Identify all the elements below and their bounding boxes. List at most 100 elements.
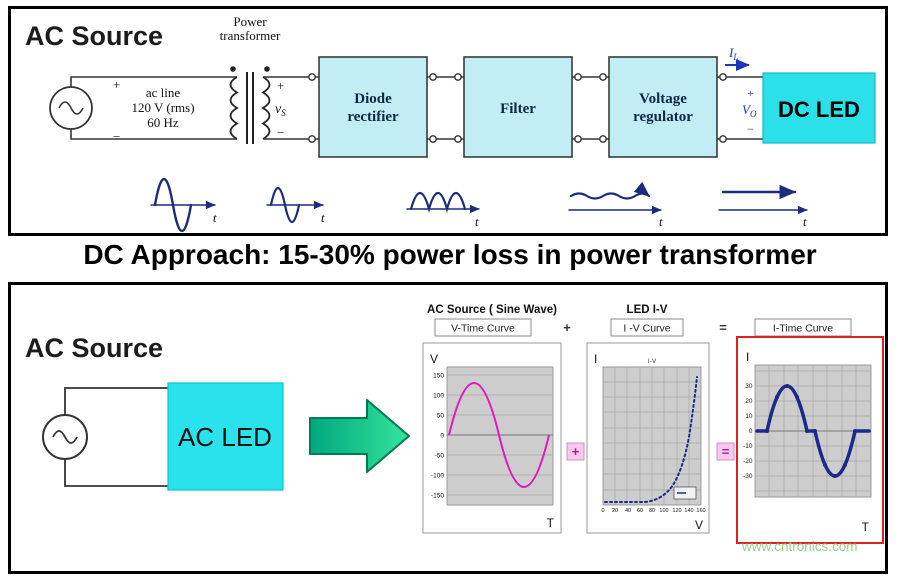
chart-v-time: V 150 100 50 0 -50 -100 -150 T <box>422 342 562 534</box>
block-voltage-regulator <box>608 56 718 158</box>
voltage-regulator-label-1: Voltage <box>639 91 687 107</box>
vs-label: vS <box>275 102 286 118</box>
wires <box>263 76 319 140</box>
terminal-icon <box>308 73 316 81</box>
filter-label: Filter <box>500 101 536 117</box>
x-tick: 100 <box>659 508 668 514</box>
x-tick: 60 <box>637 508 643 514</box>
chart1-title: AC Source ( Sine Wave) <box>427 304 557 316</box>
power-transformer-label-1: Power <box>233 14 267 29</box>
ac-led-label: AC LED <box>178 422 272 452</box>
arrow-right-icon <box>309 399 410 473</box>
headline: DC Approach: 15-30% power loss in power … <box>83 239 817 270</box>
y-tick: -30 <box>743 473 753 480</box>
waveform-filtered-ripple <box>568 181 662 215</box>
mini-title: I-V <box>648 358 657 365</box>
dc-approach-panel: AC Source + − ac line 120 V (rms) 60 Hz <box>8 6 888 236</box>
sine-series <box>448 382 550 488</box>
sine-glyph-icon <box>58 101 84 115</box>
x-axis-label: T <box>547 516 555 530</box>
sine-wave-icon <box>269 186 301 224</box>
t-axis-label: t <box>475 215 479 229</box>
gridlines <box>447 374 553 496</box>
y-tick: -50 <box>435 453 445 460</box>
dc-led-block <box>762 72 876 144</box>
chart3-tag: I-Time Curve <box>773 323 833 335</box>
equals-sign: = <box>722 444 730 459</box>
ac-line-text-3: 60 Hz <box>147 115 179 130</box>
vo-label: VO <box>742 102 757 119</box>
core-lines-icon <box>246 72 254 144</box>
polarity-dot-icon <box>264 66 270 72</box>
terminal-icon <box>719 135 727 143</box>
t-axis-label: t <box>659 215 663 229</box>
chart2-tag: I -V Curve <box>623 323 670 335</box>
wires <box>572 76 609 140</box>
ac-source-symbol <box>42 387 168 487</box>
y-axis-label: I <box>594 352 597 366</box>
x-tick: 120 <box>672 508 681 514</box>
y-tick: 100 <box>433 393 444 400</box>
gridlines <box>603 381 701 491</box>
chart1-tag-box <box>434 318 532 337</box>
dc-led-label: DC LED <box>778 97 860 122</box>
plus-badge <box>566 442 585 461</box>
ac-line-text-1: ac line <box>146 85 181 100</box>
y-tick: 50 <box>437 413 445 420</box>
y-tick: 0 <box>749 428 753 435</box>
block-diode-rectifier <box>318 56 428 158</box>
y-axis-label: I <box>746 350 749 364</box>
x-tick: 20 <box>612 508 618 514</box>
waveform-ac-sine <box>150 178 216 232</box>
ac-approach-diagram: AC Source AC LED AC Source ( Sine Wave) … <box>25 304 884 544</box>
chart-i-v: I I-V 0 20 40 60 80 100 120 140 160 V <box>586 342 710 534</box>
t-axis-label: t <box>213 211 217 225</box>
t-axis-label: t <box>803 215 807 229</box>
secondary-plus: + <box>277 78 284 93</box>
ac-led-block <box>167 382 284 491</box>
y-tick: 10 <box>745 413 753 420</box>
x-tick: 40 <box>625 508 631 514</box>
terminal-icon <box>599 73 607 81</box>
ac-line-text-2: 120 V (rms) <box>131 100 194 115</box>
vo-main: V <box>742 102 752 117</box>
waveform-secondary-sine <box>266 186 324 224</box>
ac-source-label: AC Source <box>25 21 163 51</box>
y-tick: -10 <box>743 443 753 450</box>
wires <box>717 76 763 140</box>
polarity-dot-icon <box>230 66 236 72</box>
vo-sub: O <box>750 109 757 119</box>
watermark: www.cntronics.com <box>742 539 858 554</box>
y-tick: -100 <box>431 473 444 480</box>
chart-i-time: I 30 20 10 0 -10 -20 -30 T <box>736 336 884 544</box>
transformer-symbol <box>229 66 271 144</box>
x-tick: 0 <box>601 508 604 514</box>
terminal-icon <box>574 73 582 81</box>
x-axis-label: T <box>862 520 870 534</box>
il-sub: L <box>732 52 738 62</box>
gridlines <box>614 367 690 505</box>
ac-approach-panel: AC Source AC LED AC Source ( Sine Wave) … <box>8 282 888 574</box>
plus-sign: + <box>563 320 571 335</box>
series-point-markers <box>765 384 857 478</box>
equals-sign: = <box>719 320 727 335</box>
terminal-icon <box>719 73 727 81</box>
y-tick: 20 <box>745 398 753 405</box>
terminal-icon <box>454 73 462 81</box>
terminal-icon <box>599 135 607 143</box>
secondary-coil-icon <box>261 76 271 140</box>
terminal-icon <box>574 135 582 143</box>
il-main: I <box>728 45 734 60</box>
voltage-regulator-label-2: regulator <box>633 109 693 125</box>
diode-rectifier-label-2: rectifier <box>347 109 399 125</box>
sine-glyph-icon <box>52 430 78 444</box>
x-tick: 80 <box>649 508 655 514</box>
x-axis-label: V <box>695 518 703 532</box>
equals-badge <box>716 442 735 461</box>
dc-approach-diagram: AC Source + − ac line 120 V (rms) 60 Hz <box>25 14 876 232</box>
y-tick: -150 <box>431 493 444 500</box>
x-tick: 140 <box>684 508 693 514</box>
primary-plus: + <box>113 77 120 92</box>
ac-source-symbol <box>49 76 237 140</box>
terminal-icon <box>429 73 437 81</box>
